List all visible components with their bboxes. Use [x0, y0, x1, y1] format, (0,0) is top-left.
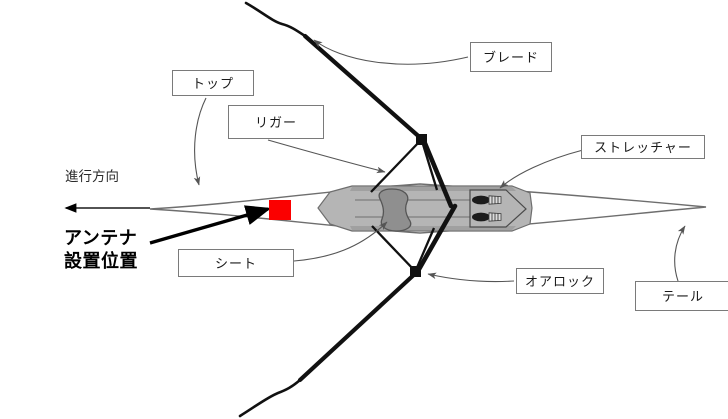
label-tail: テール — [635, 281, 728, 311]
oarlock-node-lower — [410, 266, 421, 277]
antenna-note-line-1: アンテナ — [64, 228, 138, 248]
antenna-position-note: アンテナ 設置位置 — [64, 227, 138, 273]
antenna-note-line-2: 設置位置 — [64, 251, 138, 272]
leader-top — [193, 97, 207, 186]
leader-tail — [674, 225, 686, 282]
leader-oarlock — [427, 272, 515, 283]
label-seat: シート — [178, 249, 294, 277]
leader-stretcher — [499, 149, 584, 189]
antenna-position-marker — [269, 200, 291, 220]
seat-shape — [378, 188, 412, 232]
leader-seat — [293, 221, 388, 262]
oarlock-node-upper — [416, 134, 427, 145]
leader-rigger — [267, 139, 386, 174]
direction-of-travel-label: 進行方向 — [65, 169, 119, 184]
label-stretcher: ストレッチャー — [581, 135, 705, 159]
label-rigger: リガー — [228, 105, 324, 139]
stretcher-shoe-upper — [472, 195, 502, 205]
label-top: トップ — [172, 70, 254, 96]
stretcher-shoe-lower — [472, 212, 502, 222]
oar-lower — [238, 203, 458, 418]
label-oarlock: オアロック — [516, 268, 604, 294]
stretcher-assembly — [469, 189, 527, 228]
rigger-struts-upper — [370, 139, 439, 193]
rigger-struts-lower — [371, 225, 436, 272]
oar-upper — [244, 1, 454, 209]
antenna-pointer-arrow — [149, 205, 272, 245]
label-blade: ブレード — [470, 42, 552, 72]
leader-blade — [313, 39, 469, 65]
